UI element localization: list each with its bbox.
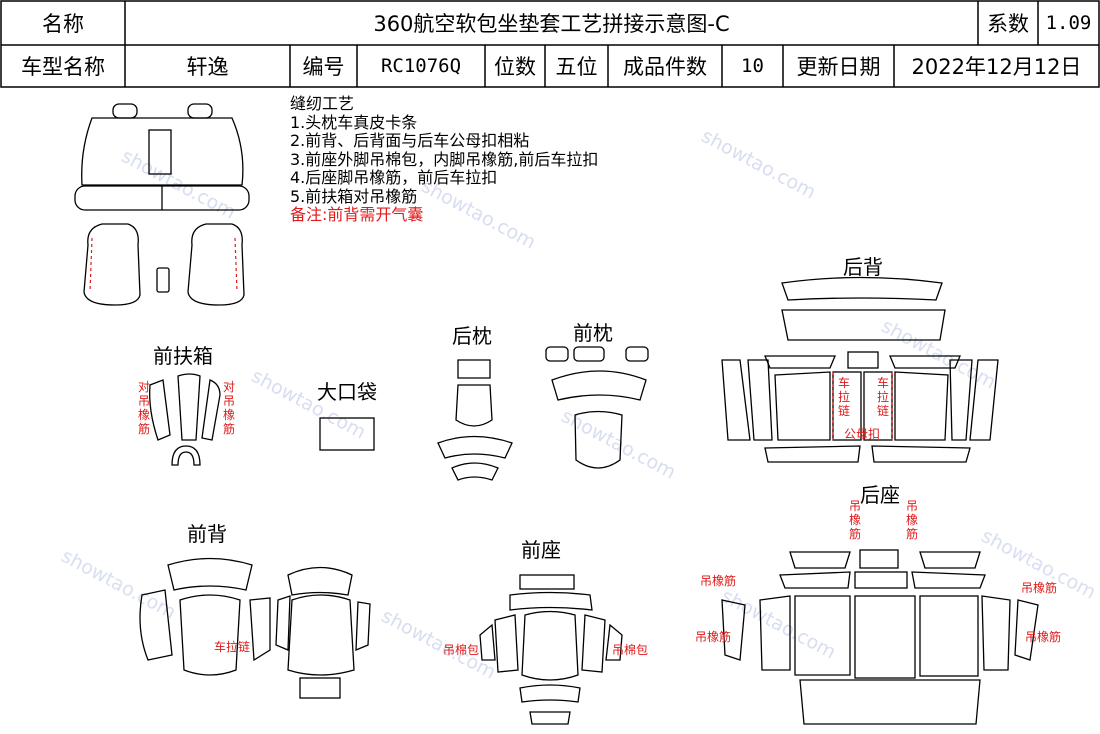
svg-text:showtao.com: showtao.com [418, 175, 540, 254]
rear-back-zip-right: 车拉链 [876, 376, 889, 418]
note-remark: 备注:前背需开气囊 [290, 205, 424, 224]
svg-text:showtao.com: showtao.com [718, 585, 840, 664]
front-seat-pieces [479, 574, 623, 725]
front-back-zip-note: 车拉链 [214, 640, 251, 654]
front-seat-note-left: 吊棉包 [443, 643, 480, 657]
code-label: 编号 [302, 55, 345, 79]
model-label: 车型名称 [21, 55, 105, 79]
rear-seat-note-right-1: 吊橡筋 [1021, 581, 1058, 595]
seats-value: 五位 [555, 55, 598, 79]
date-label: 更新日期 [796, 55, 881, 79]
rear-seat-note-left-1: 吊橡筋 [700, 574, 737, 588]
front-headrest-pieces [545, 346, 649, 469]
label-front-armrest: 前扶箱 [153, 344, 213, 368]
note-item-2: 2.前背、后背面与后车公母扣相粘 [290, 131, 530, 150]
pieces-value: 10 [741, 55, 764, 77]
notes-title: 缝纫工艺 [290, 94, 355, 113]
name-label: 名称 [42, 12, 84, 36]
document-title: 360航空软包坐垫套工艺拼接示意图-C [373, 12, 730, 36]
front-armrest-pieces [149, 373, 221, 466]
zipper-markers [89, 237, 893, 440]
rear-back-zip-left: 车拉链 [837, 376, 850, 418]
pieces-label: 成品件数 [623, 55, 707, 79]
front-back-pieces [139, 557, 371, 699]
label-rear-headrest: 后枕 [452, 324, 492, 348]
code-value: RC1076Q [380, 55, 462, 77]
rear-seat-note-left-2: 吊橡筋 [695, 630, 732, 644]
label-front-headrest: 前枕 [573, 321, 613, 345]
watermark: showtao.com showtao.com showtao.com show… [58, 125, 1100, 684]
rear-seat-pieces [721, 549, 1039, 725]
sewing-notes: 缝纫工艺 1.头枕车真皮卡条 2.前背、后背面与后车公母扣相粘 3.前座外脚吊棉… [290, 94, 599, 225]
coef-value: 1.09 [1045, 12, 1092, 34]
label-rear-back: 后背 [843, 255, 883, 279]
svg-text:showtao.com: showtao.com [58, 545, 180, 624]
rear-headrest-pieces [437, 359, 513, 481]
note-item-1: 1.头枕车真皮卡条 [290, 112, 418, 132]
svg-text:showtao.com: showtao.com [698, 125, 820, 204]
seat-thumbnail [74, 103, 250, 306]
rear-seat-top-note-left: 吊橡筋 [848, 499, 861, 541]
armrest-note-left: 对吊橡筋 [137, 380, 150, 436]
front-seat-note-right: 吊棉包 [612, 643, 649, 657]
big-pocket-piece [319, 417, 375, 451]
rear-back-snap-note: 公母扣 [844, 427, 881, 441]
svg-text:showtao.com: showtao.com [118, 145, 240, 224]
date-value: 2022年12月12日 [911, 55, 1082, 79]
label-front-seat: 前座 [521, 538, 561, 562]
label-big-pocket: 大口袋 [317, 380, 377, 404]
rear-back-pieces [721, 276, 999, 463]
note-item-5: 5.前扶箱对吊橡筋 [290, 186, 418, 206]
armrest-note-right: 对吊橡筋 [222, 380, 235, 436]
note-item-4: 4.后座脚吊橡筋，前后车拉扣 [290, 168, 498, 187]
label-front-back: 前背 [187, 522, 227, 546]
model-value: 轩逸 [186, 55, 229, 79]
note-item-3: 3.前座外脚吊棉包，内脚吊橡筋,前后车拉扣 [290, 149, 599, 169]
seats-label: 位数 [494, 55, 536, 79]
rear-seat-note-right-2: 吊橡筋 [1025, 630, 1062, 644]
rear-seat-top-note-right: 吊橡筋 [905, 499, 918, 541]
coef-label: 系数 [987, 12, 1029, 36]
svg-text:showtao.com: showtao.com [878, 315, 1000, 394]
header-table-lines [0, 0, 1100, 88]
label-rear-seat: 后座 [860, 483, 900, 507]
